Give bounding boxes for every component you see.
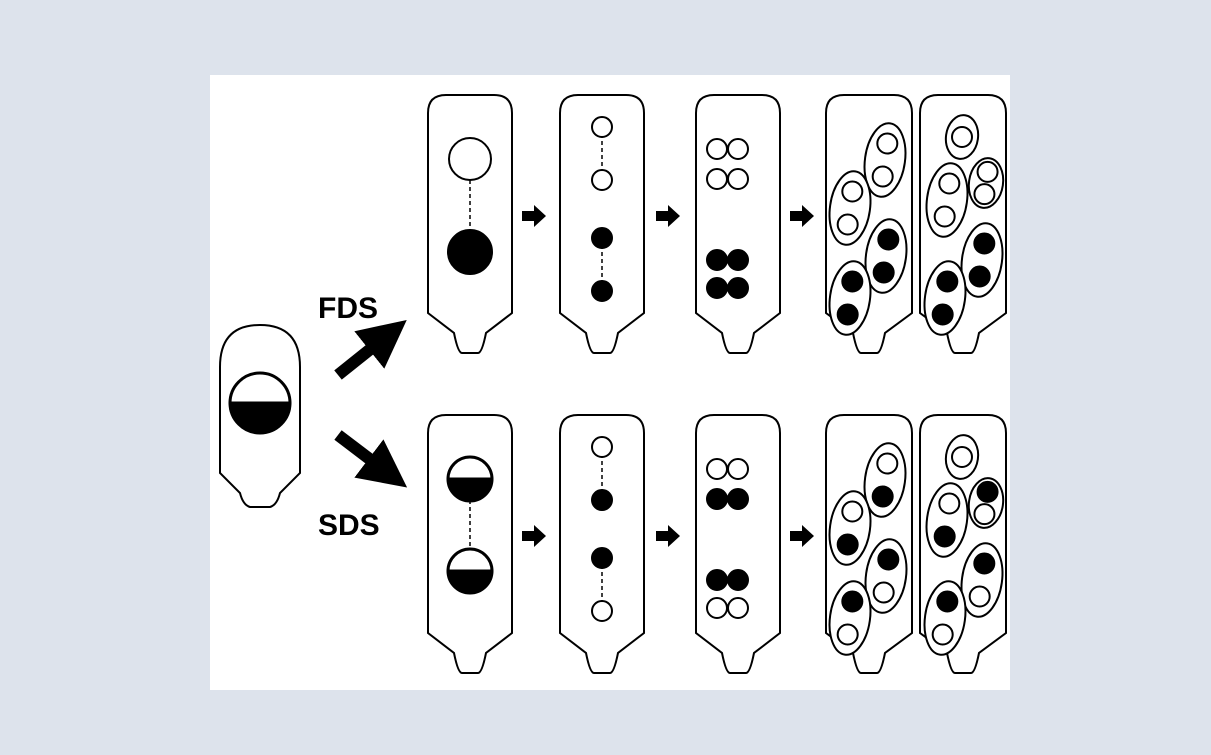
stage3-cell [559, 414, 645, 674]
nucleus-white [951, 126, 973, 148]
step-arrow-icon [790, 525, 814, 547]
nucleus-black [976, 480, 999, 503]
nucleus-black [591, 280, 613, 302]
nucleus-white [706, 138, 728, 160]
stage2-cell [427, 414, 513, 674]
stage4-cell [695, 414, 781, 674]
nucleus-black [727, 277, 749, 299]
row-0 [427, 94, 1007, 354]
nucleus-black [968, 265, 991, 288]
nucleus-black [877, 548, 900, 571]
step-arrow-icon [522, 205, 546, 227]
nucleus-white [591, 116, 613, 138]
fds-arrow-icon [334, 320, 407, 380]
nucleus-black [727, 569, 749, 591]
cell-outline [559, 94, 645, 354]
nucleus-black [877, 228, 900, 251]
nucleus-black [447, 229, 493, 275]
nucleus-black [973, 552, 996, 575]
nucleus-white [448, 137, 492, 181]
nucleus-black [706, 569, 728, 591]
nucleus-black [727, 249, 749, 271]
row-1 [427, 414, 1007, 674]
step-arrow-icon [790, 205, 814, 227]
ascus-cell-b [919, 414, 1007, 674]
nucleus-white [871, 165, 894, 188]
nucleus-white [706, 458, 728, 480]
nucleus-black [706, 277, 728, 299]
stage-rows [427, 94, 1007, 674]
nucleus-white [872, 581, 895, 604]
nucleus-black [841, 270, 864, 293]
nucleus-white [841, 180, 864, 203]
nucleus-white [706, 597, 728, 619]
sds-arrow-icon [334, 430, 408, 488]
nucleus-black [973, 232, 996, 255]
nucleus-white [951, 446, 973, 468]
nucleus-black [836, 533, 859, 556]
nucleus-black [836, 303, 859, 326]
nucleus-black [841, 590, 864, 613]
nucleus-black [591, 489, 613, 511]
stage3-cell [559, 94, 645, 354]
step-arrow-icon [656, 205, 680, 227]
step-arrow-icon [522, 525, 546, 547]
nucleus-white [727, 138, 749, 160]
nucleus-white [727, 458, 749, 480]
parent-cell [219, 323, 301, 508]
nucleus-black [931, 303, 954, 326]
nucleus-black [591, 227, 613, 249]
cell-outline [695, 94, 781, 354]
nucleus-black [871, 485, 894, 508]
nucleus-white [836, 213, 859, 236]
nucleus-black [727, 488, 749, 510]
nucleus-black [872, 261, 895, 284]
nucleus-white [976, 160, 999, 183]
ascus-cell-b [919, 94, 1007, 354]
nucleus-white [591, 436, 613, 458]
cell-outline [695, 414, 781, 674]
nucleus-black [933, 525, 956, 548]
nucleus-black [936, 590, 959, 613]
stage2-cell [427, 94, 513, 354]
nucleus-white [931, 623, 954, 646]
nucleus-half-top [446, 455, 494, 481]
nucleus-white [933, 205, 956, 228]
nucleus-white [727, 168, 749, 190]
nucleus-white [968, 585, 991, 608]
sds-label: SDS [318, 509, 380, 542]
step-arrow-icon [656, 525, 680, 547]
nucleus-white [591, 600, 613, 622]
nucleus-white [973, 183, 996, 206]
meiosis-diagram-svg: FDS SDS [219, 94, 1007, 674]
nucleus-white [876, 132, 899, 155]
nucleus-white [727, 597, 749, 619]
nucleus-black [936, 270, 959, 293]
diagram-figure: FDS SDS [210, 75, 1010, 690]
nucleus-white [876, 452, 899, 475]
nucleus-half-bottom [446, 569, 494, 595]
nucleus-white [836, 623, 859, 646]
nucleus-white [938, 172, 961, 195]
nucleus-half-bottom [446, 477, 494, 503]
nucleus-white [841, 500, 864, 523]
nucleus-half-top [446, 547, 494, 573]
fds-label: FDS [318, 292, 378, 325]
nucleus-white [938, 492, 961, 515]
nucleus-white [706, 168, 728, 190]
nucleus-black [706, 488, 728, 510]
nucleus-black [591, 547, 613, 569]
ascus-cell-a [825, 414, 913, 674]
nucleus-white [973, 503, 996, 526]
cell-outline [559, 414, 645, 674]
nucleus-black [706, 249, 728, 271]
ascus-cell-a [825, 94, 913, 354]
nucleus-white [591, 169, 613, 191]
stage4-cell [695, 94, 781, 354]
